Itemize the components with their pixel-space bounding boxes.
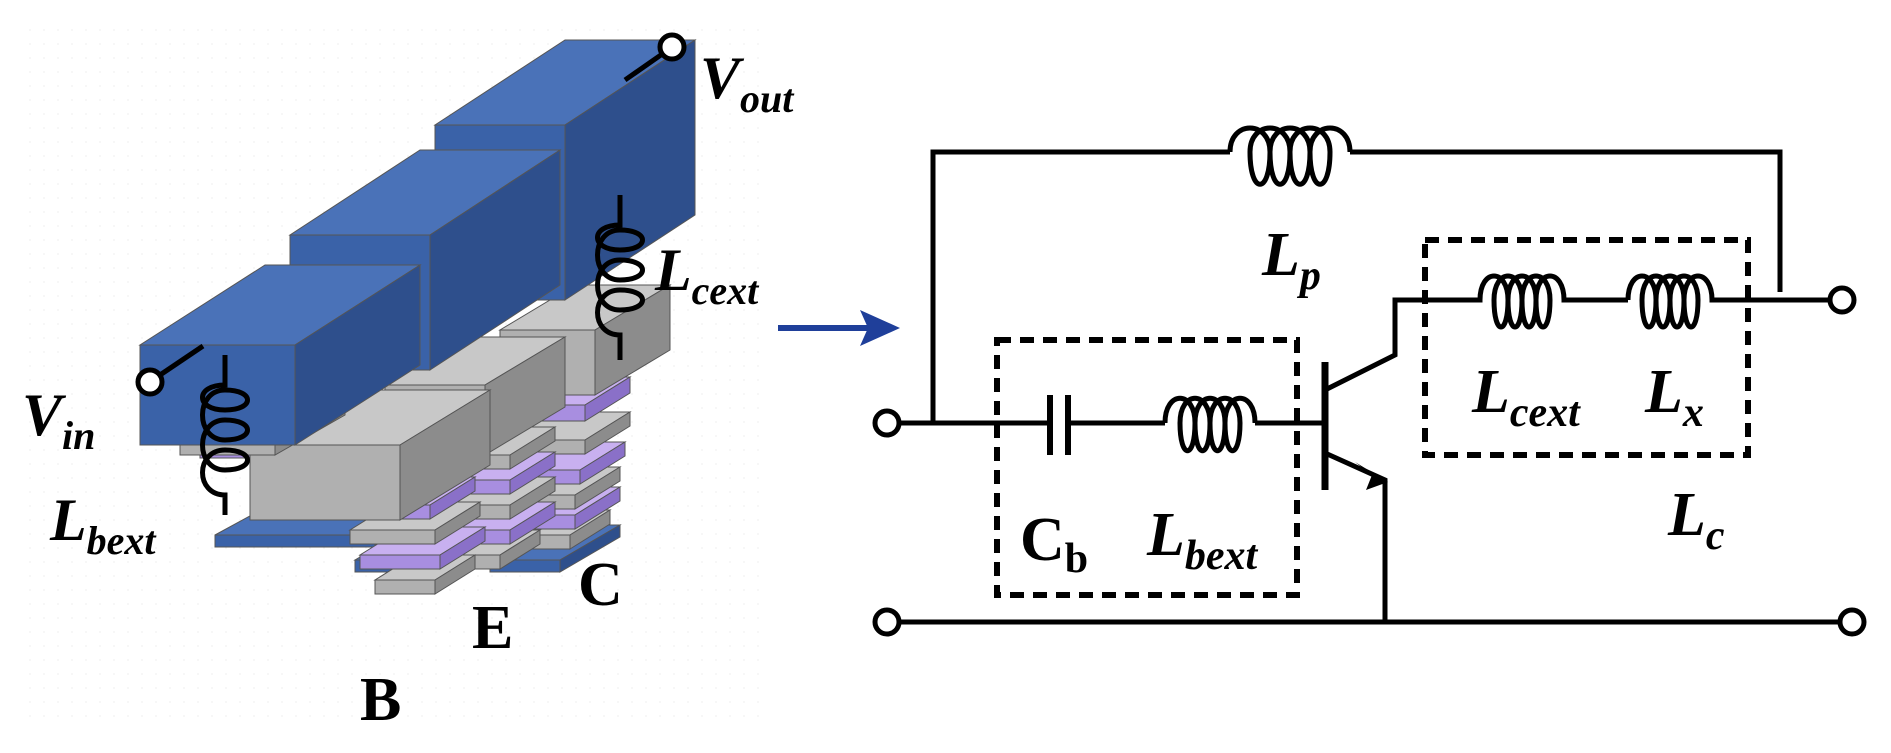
lcext-label: Lcext <box>1471 358 1581 436</box>
lcext-inductor <box>1440 273 1628 330</box>
lp-wire-right <box>1350 149 1783 292</box>
lx-label: Lx <box>1644 358 1704 436</box>
bjt-emitter-arrow <box>1355 462 1388 490</box>
arrow-head <box>860 310 900 346</box>
collector-parasitic-box <box>1422 237 1751 458</box>
lbext-label: Lbext <box>1146 501 1259 579</box>
b-layer-3 <box>348 501 482 545</box>
oxide-block-left <box>248 389 492 521</box>
lx-inductor <box>1625 273 1830 330</box>
lbext-coil-3d <box>200 355 250 515</box>
lbext-inductor <box>1162 395 1258 454</box>
lp-label: Lp <box>1261 221 1321 299</box>
ground-terminal-right <box>1837 607 1867 637</box>
lcext-coil-3d <box>595 195 645 360</box>
lp-wire-left <box>930 149 1230 423</box>
terminal-c-label: C <box>578 551 623 619</box>
terminal-b-label: B <box>360 666 401 734</box>
vin-terminal <box>135 367 165 397</box>
vin-lead <box>158 343 205 378</box>
lbext-3d-label: Lbext <box>49 487 157 563</box>
bjt-emitter <box>1323 450 1388 622</box>
transistor-3d-layout <box>138 39 697 595</box>
base-parasitic-box <box>994 337 1300 598</box>
vin-label: Vin <box>22 382 95 458</box>
output-terminal <box>1827 285 1857 315</box>
terminal-e-label: E <box>472 594 513 662</box>
metal-block-vin <box>138 264 422 446</box>
lcext-3d-label: Lcext <box>654 237 760 313</box>
cb-label: Cb <box>1020 506 1088 582</box>
bjt-collector <box>1323 297 1440 393</box>
vout-terminal <box>657 32 687 62</box>
ground-terminal-left <box>872 607 902 637</box>
lp-inductor <box>1227 125 1353 187</box>
lc-label: Lc <box>1667 481 1725 559</box>
input-terminal <box>872 408 902 438</box>
vout-label: Vout <box>700 45 795 121</box>
